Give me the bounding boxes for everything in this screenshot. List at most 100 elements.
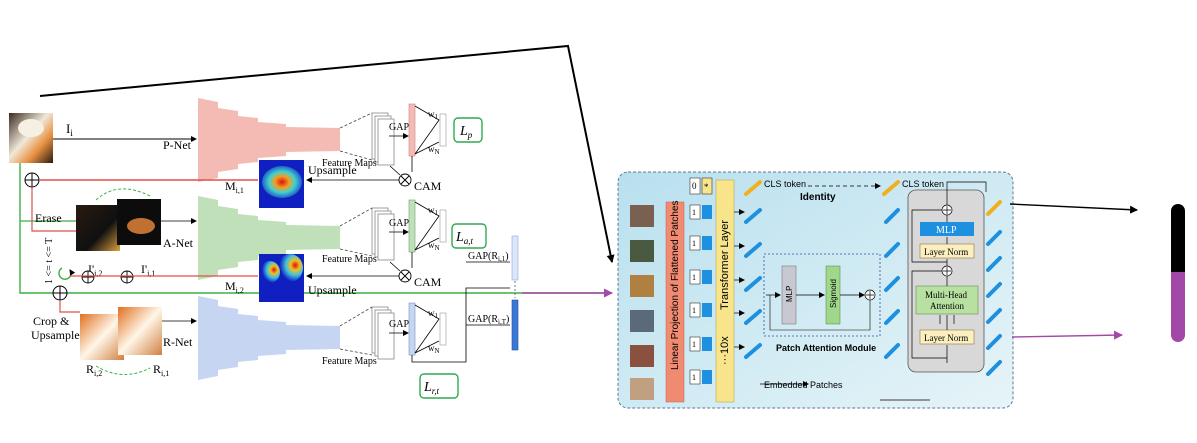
cls-token-1: CLS token bbox=[764, 179, 806, 189]
crop-loop-arrow bbox=[95, 365, 151, 375]
crop-label: Crop & bbox=[33, 314, 70, 328]
svg-text:1: 1 bbox=[692, 340, 696, 349]
anet-feature-maps bbox=[371, 207, 395, 261]
identity-label: Identity bbox=[800, 192, 836, 203]
pnet-gap-vector bbox=[408, 103, 416, 157]
transformer-layer-label: Transformer Layer bbox=[719, 220, 731, 310]
loss-p: Lp bbox=[459, 124, 473, 140]
anet-wn: wN bbox=[428, 240, 440, 252]
featmap-to-cam-1 bbox=[389, 165, 401, 176]
linear-projection-label: Linear Projection of Flattened Patches bbox=[670, 200, 681, 370]
encoder-layer-norm-1-label: Layer Norm bbox=[924, 247, 968, 257]
anet-gap-vector bbox=[408, 199, 416, 253]
pnet-dash-2 bbox=[339, 150, 373, 161]
pnet-feature-maps bbox=[371, 112, 395, 166]
anet-feature-maps-label: Feature Maps bbox=[322, 254, 377, 265]
pnet-w1: w1 bbox=[428, 109, 439, 121]
loss-a-box bbox=[451, 223, 487, 249]
token-arrows bbox=[734, 209, 745, 350]
pnet-feature-maps-label: Feature Maps bbox=[322, 158, 377, 169]
anet-gap: GAP bbox=[389, 218, 409, 229]
rnet-output bbox=[439, 312, 447, 346]
gap-r1-vector bbox=[511, 235, 519, 281]
svg-text:0: 0 bbox=[692, 181, 697, 191]
svg-text:1: 1 bbox=[692, 208, 696, 217]
output-tokens-right bbox=[884, 208, 900, 359]
upsample-2-label: Upsample bbox=[308, 283, 357, 297]
r2-label: Ri,2 bbox=[86, 362, 102, 378]
transformer-layer bbox=[715, 179, 735, 403]
loop-label: 1 <= t <= T bbox=[44, 238, 55, 284]
anet-output bbox=[439, 209, 447, 243]
cropped-image-1 bbox=[118, 307, 162, 355]
svg-text:1: 1 bbox=[692, 306, 696, 315]
patch-attention-module bbox=[763, 253, 881, 337]
output-tokens-final bbox=[986, 230, 1002, 376]
input-image-detail bbox=[18, 119, 44, 137]
purple-output-arrow bbox=[1011, 330, 1123, 340]
patch-images bbox=[630, 205, 654, 400]
rnet-gap: GAP bbox=[389, 319, 409, 330]
pnet-output bbox=[439, 113, 447, 147]
patch-attention-label: Patch Attention Module bbox=[776, 343, 876, 353]
erase-loop-arrow bbox=[95, 188, 151, 201]
gap-rT-label: GAP(Ri,T) bbox=[468, 314, 509, 326]
rnet-w1: w1 bbox=[428, 308, 439, 320]
erase-label: Erase bbox=[35, 211, 62, 225]
erased-image-2 bbox=[76, 205, 120, 251]
loop-icon bbox=[58, 267, 76, 280]
token-boxes: 0 * 1 1 1 1 1 1 bbox=[689, 177, 713, 385]
pnet-cnn bbox=[198, 98, 340, 182]
ip2-label: I'i,2 bbox=[88, 262, 102, 278]
red-line-crop bbox=[59, 300, 80, 313]
encoder-mha-label-1: Multi-Head bbox=[925, 290, 967, 300]
pam-sigmoid-label: Sigmoid bbox=[829, 279, 838, 308]
green-line-main bbox=[19, 163, 612, 294]
output-tokens-mid bbox=[744, 208, 762, 359]
loss-a: La,t bbox=[455, 230, 474, 246]
upsample-1-label: Upsample bbox=[308, 163, 357, 177]
rnet-gap-to-loss bbox=[411, 287, 510, 363]
pam-mlp-label: MLP bbox=[785, 286, 794, 302]
m2-label: Mi,2 bbox=[225, 279, 244, 295]
red-line-erase bbox=[31, 187, 80, 232]
rnet-feature-maps bbox=[371, 306, 395, 360]
rnet-label: R-Net bbox=[163, 335, 193, 349]
encoder-layer-norm-2-label: Layer Norm bbox=[924, 333, 968, 343]
black-output-arrow bbox=[1009, 203, 1138, 214]
cls-token-out bbox=[986, 200, 1002, 216]
rnet-feature-maps-label: Feature Maps bbox=[322, 356, 377, 367]
final-feature-purple bbox=[1171, 274, 1185, 342]
encoder-mlp-label: MLP bbox=[936, 225, 957, 236]
pnet-gap: GAP bbox=[389, 122, 409, 133]
r1-label: Ri,1 bbox=[153, 362, 169, 378]
encoder-mha-label-2: Attention bbox=[930, 301, 964, 311]
cls-token-mid bbox=[744, 180, 762, 196]
encoder-mlp bbox=[920, 222, 974, 236]
svg-text:1: 1 bbox=[692, 239, 696, 248]
pnet-fc bbox=[414, 105, 440, 155]
cls-token-2: CLS token bbox=[902, 179, 944, 189]
rnet-cnn bbox=[198, 296, 340, 380]
embedded-patches-label: Embedded Patches bbox=[764, 380, 843, 390]
anet-cnn bbox=[198, 196, 340, 280]
gap-r1-label: GAP(Ri,1) bbox=[468, 251, 509, 263]
svg-text:1: 1 bbox=[692, 373, 696, 382]
loss-r: Lr,t bbox=[423, 380, 440, 396]
pnet-label: P-Net bbox=[163, 138, 192, 152]
anet-w1: w1 bbox=[428, 205, 439, 217]
gap-rT-vector bbox=[511, 299, 519, 351]
pnet-wn: wN bbox=[428, 144, 440, 156]
crop-label-2: Upsample bbox=[31, 328, 80, 342]
cls-token-right bbox=[882, 180, 900, 196]
ip1-label: I'i,1 bbox=[141, 262, 155, 278]
rnet-gap-vector bbox=[408, 302, 416, 356]
top-arrow bbox=[39, 44, 615, 263]
pnet-dash-1 bbox=[339, 112, 373, 129]
cropped-image-2 bbox=[80, 314, 124, 360]
loss-p-box bbox=[453, 117, 483, 143]
input-label: Ii bbox=[66, 121, 73, 138]
cam-2-label: CAM bbox=[414, 275, 442, 289]
svg-text:1: 1 bbox=[692, 273, 696, 282]
